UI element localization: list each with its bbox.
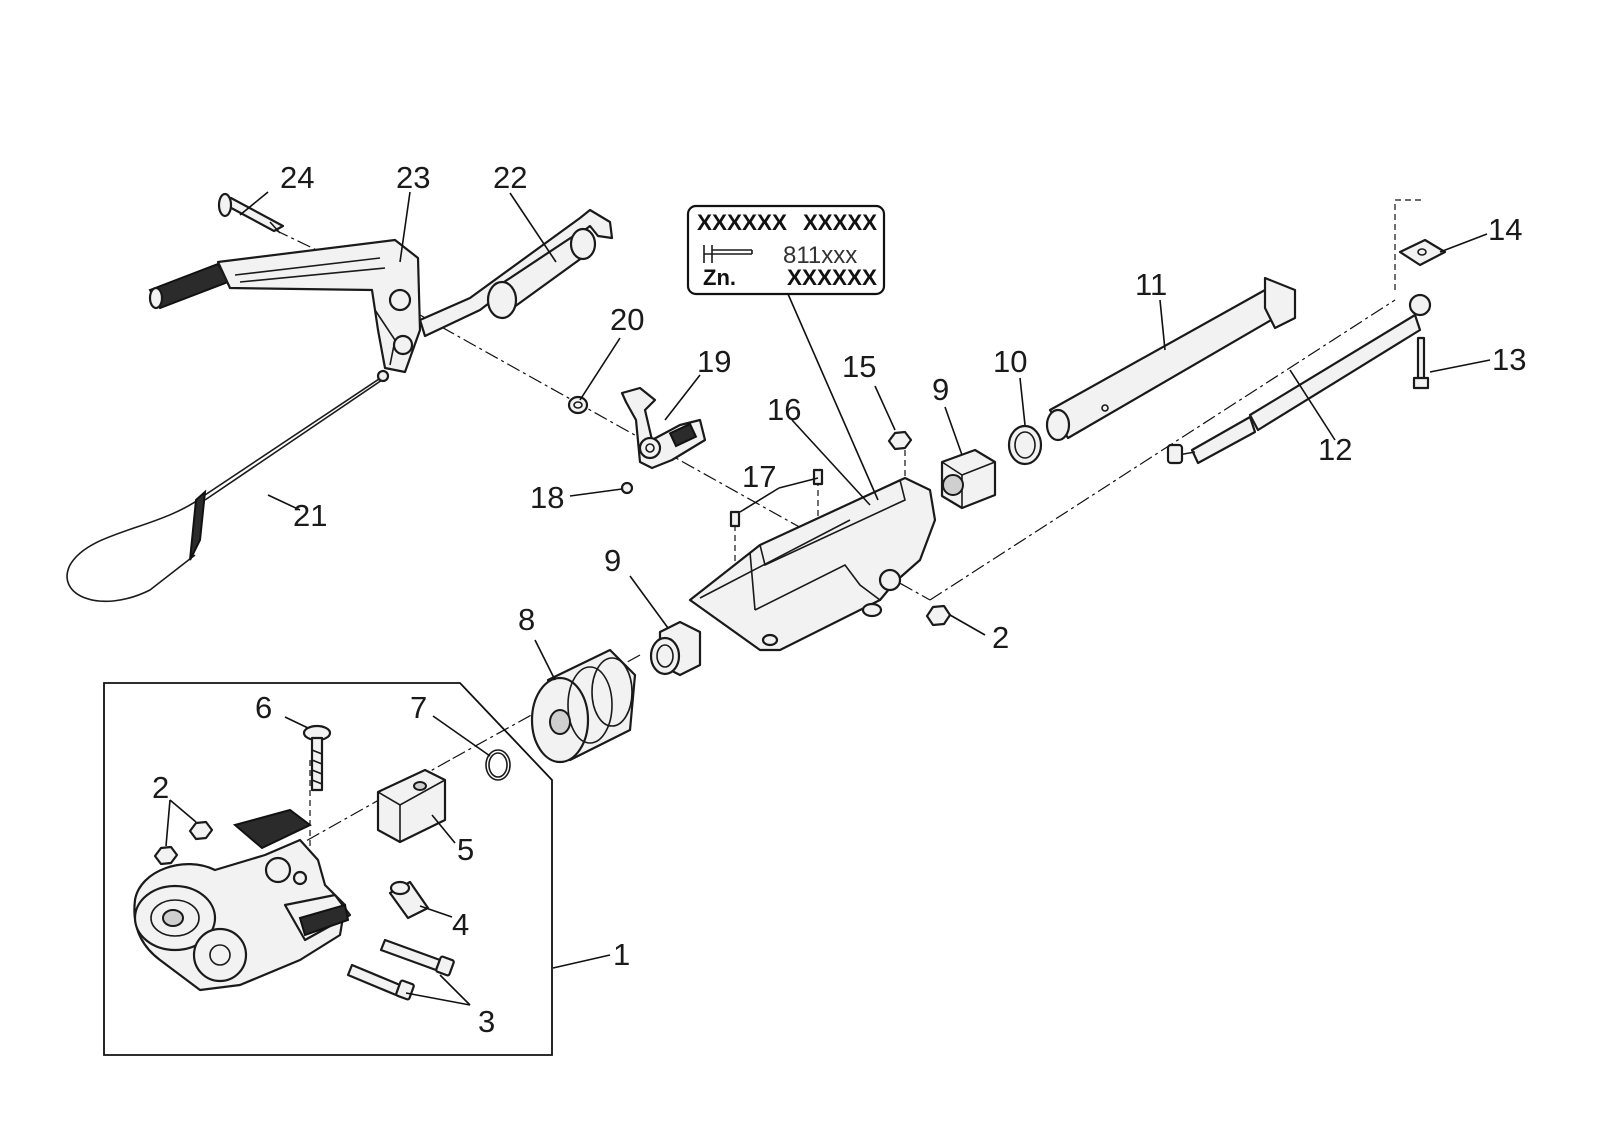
callout-7: 7 xyxy=(410,690,427,725)
callout-9-upper: 9 xyxy=(932,372,949,407)
bushing-block-part-9-upper xyxy=(940,448,997,510)
plate-part-number: 811xxx xyxy=(783,242,857,269)
nuts-part-2-left xyxy=(153,820,214,866)
callout-12: 12 xyxy=(1318,432,1352,467)
callout-2-left: 2 xyxy=(152,770,169,805)
plate-line1-left: XXXXXX xyxy=(697,210,787,235)
hand-brake-lever-part-23 xyxy=(148,238,422,374)
callout-21: 21 xyxy=(293,498,327,533)
identification-plate: XXXXXX XXXXX 811xxx Zn. XXXXXX xyxy=(686,204,886,296)
sleeve-part-4 xyxy=(388,880,430,920)
callout-13: 13 xyxy=(1492,342,1526,377)
callout-14: 14 xyxy=(1488,212,1522,247)
lever-part-19 xyxy=(620,386,707,470)
callout-10: 10 xyxy=(993,344,1027,379)
damper-element-part-8 xyxy=(530,648,637,764)
callout-4: 4 xyxy=(452,907,469,942)
pin-part-24 xyxy=(217,192,285,234)
screw-part-18 xyxy=(620,481,634,495)
callout-23: 23 xyxy=(396,160,430,195)
plate-part-14 xyxy=(1398,238,1447,267)
callout-1: 1 xyxy=(613,937,630,972)
tube-part-11 xyxy=(1045,276,1297,442)
callout-11: 11 xyxy=(1135,267,1167,302)
ring-part-10 xyxy=(1007,424,1043,466)
washer-part-20 xyxy=(567,395,589,415)
bolts-part-3 xyxy=(346,938,455,1001)
callout-19: 19 xyxy=(697,344,731,379)
ring-part-7 xyxy=(485,749,511,781)
callout-24: 24 xyxy=(280,160,314,195)
bushing-part-9-lower xyxy=(649,620,702,677)
callout-numbers: 24 23 22 20 19 18 17 16 15 9 10 11 12 13… xyxy=(152,160,1526,1039)
grease-nipples-part-17 xyxy=(729,468,824,528)
callout-2-right: 2 xyxy=(992,620,1009,655)
callout-15: 15 xyxy=(842,349,876,384)
plate-line1-right: XXXXX xyxy=(803,210,877,235)
callout-20: 20 xyxy=(610,302,644,337)
bolt-part-6 xyxy=(302,724,332,792)
callout-5: 5 xyxy=(457,832,474,867)
callout-9-lower: 9 xyxy=(604,543,621,578)
plate-line3-left: Zn. xyxy=(703,265,736,290)
callout-22: 22 xyxy=(493,160,527,195)
coupling-head-assembly-part-1 xyxy=(133,808,352,992)
hydraulic-symbol-icon xyxy=(703,245,753,263)
callout-8: 8 xyxy=(518,602,535,637)
plate-line3-right: XXXXXX xyxy=(787,265,877,290)
drawbar-housing-part-16 xyxy=(688,476,937,652)
spring-bracket-part-22 xyxy=(418,208,614,338)
callout-18: 18 xyxy=(530,480,564,515)
callout-6: 6 xyxy=(255,690,272,725)
nut-part-2-right xyxy=(925,604,952,627)
wear-bushing-part-5 xyxy=(376,768,447,844)
nut-part-15 xyxy=(887,430,913,451)
leader-lines xyxy=(165,191,1491,1006)
callout-17: 17 xyxy=(742,459,776,494)
shock-absorber-part-12 xyxy=(1166,293,1432,465)
callout-3: 3 xyxy=(478,1004,495,1039)
assembly-1-boundary-box xyxy=(103,682,553,1056)
breakaway-cable-part-21 xyxy=(66,369,390,603)
bolt-part-13 xyxy=(1412,336,1430,390)
callout-16: 16 xyxy=(767,392,801,427)
